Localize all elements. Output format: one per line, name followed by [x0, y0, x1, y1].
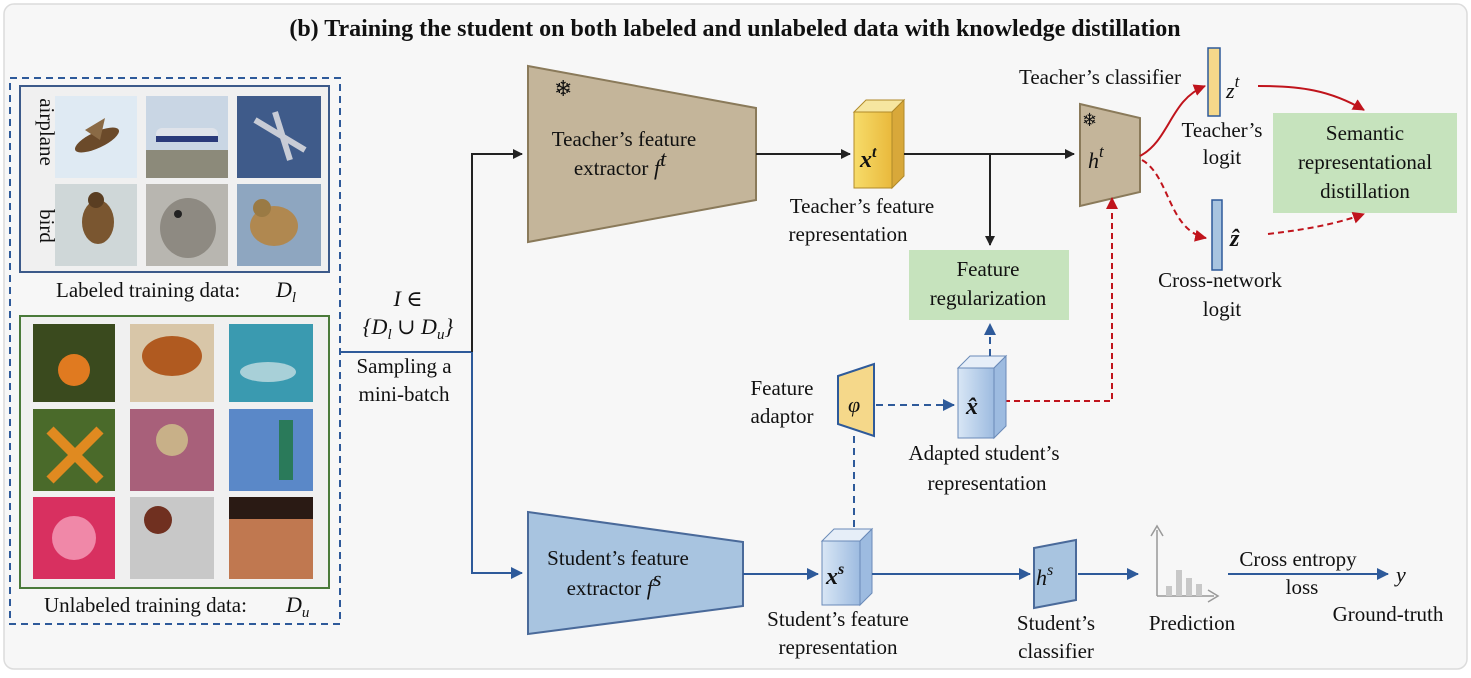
image-airplane-2 [146, 96, 228, 178]
loss-line2: loss [1286, 575, 1319, 599]
labeled-symbol: Dl [275, 277, 296, 306]
sampling-line3: Sampling a [356, 354, 452, 378]
semantic-distillation-box [1273, 113, 1457, 213]
feature-reg-line1: Feature [957, 257, 1020, 281]
adapted-feature-cube [956, 354, 1008, 440]
student-feature-symbol: xs [825, 561, 844, 590]
feature-adaptor-shape [837, 362, 875, 438]
image-bird-3 [237, 184, 321, 266]
adapted-line1: Adapted student’s [908, 441, 1059, 465]
arrow-classifier-to-teacher-logit [1139, 84, 1206, 157]
prediction-histogram [1150, 524, 1220, 603]
adapted-symbol: x̂ [965, 394, 978, 420]
semantic-line1: Semantic [1326, 121, 1404, 145]
teacher-logit-line2: logit [1203, 145, 1242, 169]
teacher-feature-extractor [527, 64, 757, 244]
unlabeled-image-grid [33, 324, 313, 579]
loss-line1: Cross entropy [1239, 547, 1357, 571]
cross-logit-line2: logit [1203, 297, 1242, 321]
arrow-classifier-to-cross-logit [1141, 159, 1207, 242]
arrow-to-student [471, 352, 523, 579]
student-classifier [1033, 538, 1077, 610]
student-feature-extractor [527, 510, 744, 636]
adaptor-symbol: φ [848, 392, 860, 417]
teacher-feature-cube [852, 98, 906, 190]
labeled-caption: Labeled training data: [56, 278, 240, 302]
image-bird-1 [55, 184, 137, 266]
cross-network-logit-bar [1211, 199, 1223, 271]
student-feature-cube [820, 527, 874, 607]
adapted-line2: representation [928, 471, 1047, 495]
student-classifier-line2: classifier [1018, 639, 1094, 663]
teacher-extractor-line2: extractor ft [574, 146, 667, 180]
teacher-feature-line1: Teacher’s feature [790, 194, 934, 218]
unlabeled-symbol: Du [285, 592, 309, 621]
teacher-classifier-symbol: ht [1088, 142, 1105, 173]
feature-regularization-box [909, 250, 1069, 320]
snowflake-icon: ❄ [554, 76, 572, 101]
student-classifier-line1: Student’s [1017, 611, 1095, 635]
adaptor-line1: Feature [751, 376, 814, 400]
diagram-title: (b) Training the student on both labeled… [289, 16, 1180, 42]
sampling-set-line2: {Dl ∪ Du} [363, 314, 454, 343]
cross-logit-symbol: ẑ [1229, 226, 1240, 252]
sampling-set-line1: I ∈ [392, 286, 422, 311]
image-airplane-3 [237, 96, 321, 178]
snowflake-icon-classifier: ❄ [1082, 110, 1097, 130]
arrow-teacher-logit-to-semantic [1257, 85, 1365, 111]
sampling-line4: mini-batch [359, 382, 450, 406]
image-bird-2 [146, 184, 228, 266]
teacher-logit-line1: Teacher’s [1182, 118, 1263, 142]
arrow-to-teacher [471, 149, 523, 352]
teacher-classifier-label: Teacher’s classifier [1019, 65, 1181, 89]
semantic-line2: representational [1298, 150, 1432, 174]
adaptor-line2: adaptor [751, 404, 814, 428]
teacher-logit-bar [1207, 47, 1221, 117]
arrow-adapted-to-classifier [1004, 197, 1118, 402]
feature-reg-line2: regularization [930, 286, 1047, 310]
cross-logit-line1: Cross-network [1158, 268, 1282, 292]
student-extractor-line1: Student’s feature [547, 546, 689, 570]
student-feature-line2: representation [779, 635, 898, 659]
ground-truth-symbol: y [1394, 562, 1406, 587]
teacher-feature-symbol: xt [859, 144, 877, 173]
prediction-label: Prediction [1149, 611, 1236, 635]
unlabeled-caption: Unlabeled training data: [44, 593, 247, 617]
semantic-line3: distillation [1320, 179, 1410, 203]
student-feature-line1: Student’s feature [767, 607, 909, 631]
teacher-feature-line2: representation [789, 222, 908, 246]
student-extractor-line2: extractor fs [567, 566, 662, 600]
teacher-logit-symbol: zt [1225, 72, 1241, 103]
image-airplane-1 [55, 96, 137, 178]
ground-truth-label: Ground-truth [1333, 602, 1444, 626]
student-classifier-symbol: hs [1036, 562, 1053, 590]
teacher-extractor-line1: Teacher’s feature [552, 127, 696, 151]
teacher-classifier [1079, 102, 1141, 208]
